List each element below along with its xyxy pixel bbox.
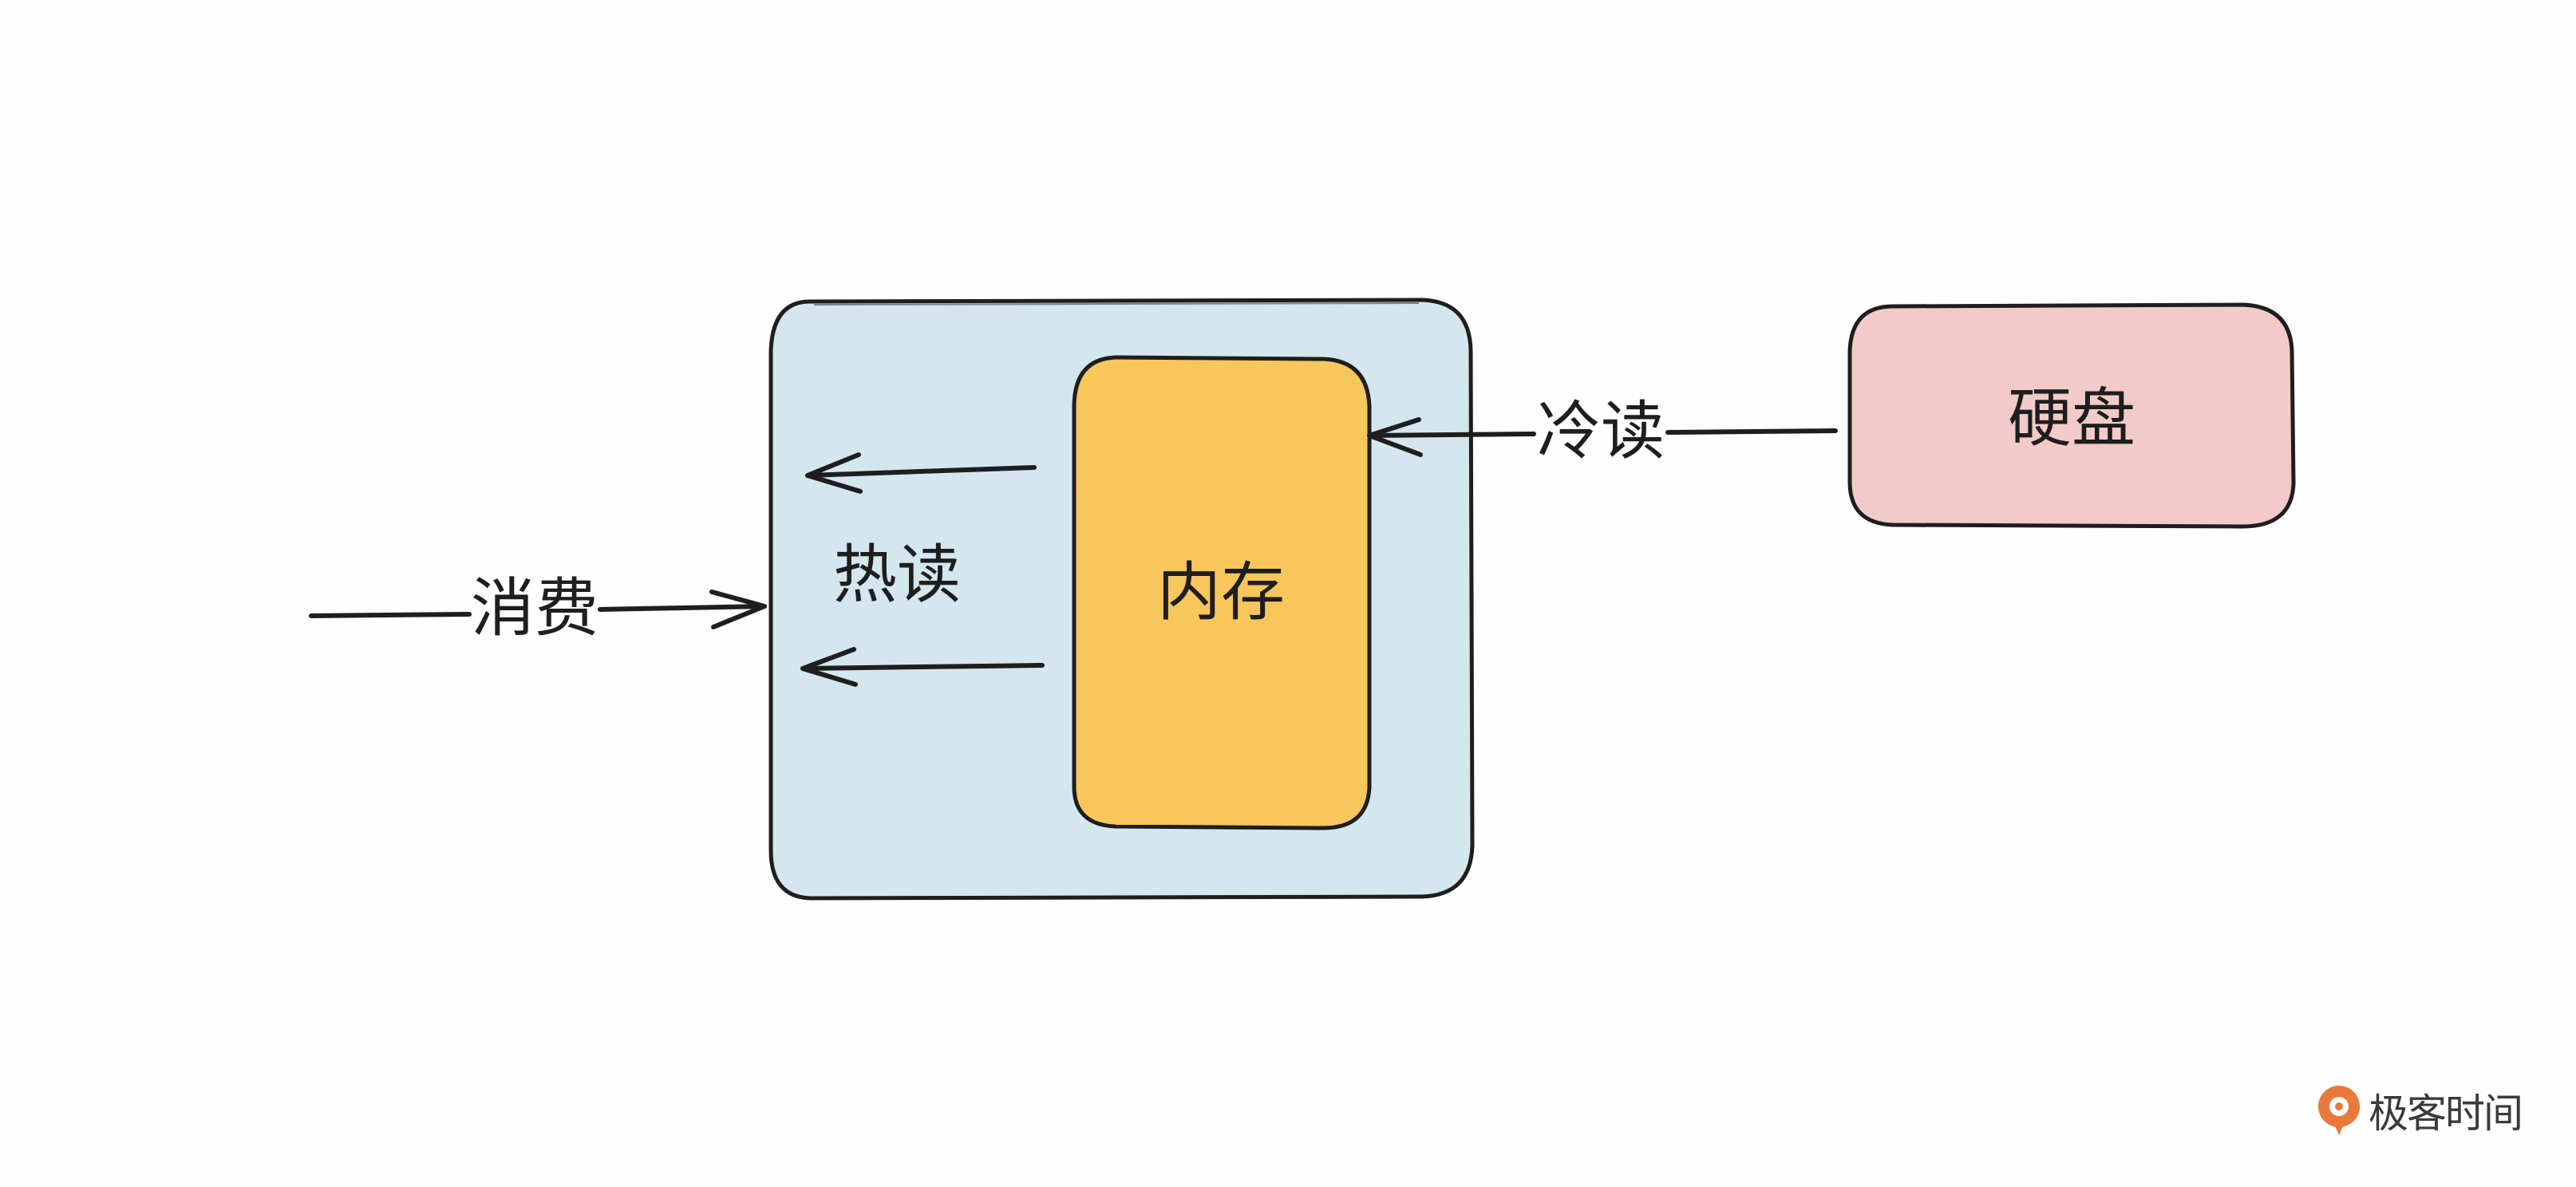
hot-read-edge-upper: [805, 452, 1037, 494]
disk-node: 硬盘: [1847, 302, 2296, 529]
watermark-text: 极客时间: [2369, 1090, 2523, 1137]
consume-label: 消费: [471, 571, 599, 645]
consume-edge: 消费: [309, 571, 767, 645]
hot-read-edge-lower: [800, 647, 1045, 687]
geektime-logo-icon: [2318, 1086, 2360, 1135]
hot-read-label: 热读: [833, 538, 961, 612]
cold-read-edge: 冷读: [1367, 394, 1838, 468]
cold-read-label: 冷读: [1537, 394, 1665, 468]
disk-label: 硬盘: [2008, 381, 2135, 455]
watermark: 极客时间: [2314, 1082, 2523, 1139]
memory-label: 内存: [1157, 555, 1285, 629]
memory-node: 内存: [1072, 355, 1372, 830]
